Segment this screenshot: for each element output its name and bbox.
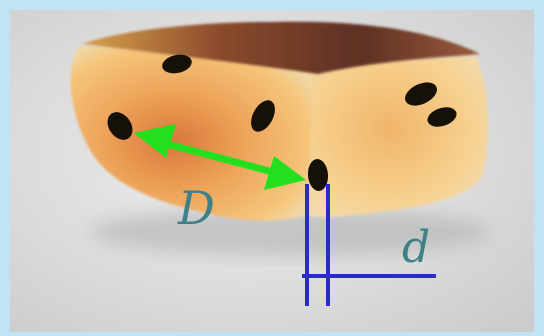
cake-right-face [310,56,488,217]
label-D: D [177,181,215,235]
label-d: d [402,222,430,273]
